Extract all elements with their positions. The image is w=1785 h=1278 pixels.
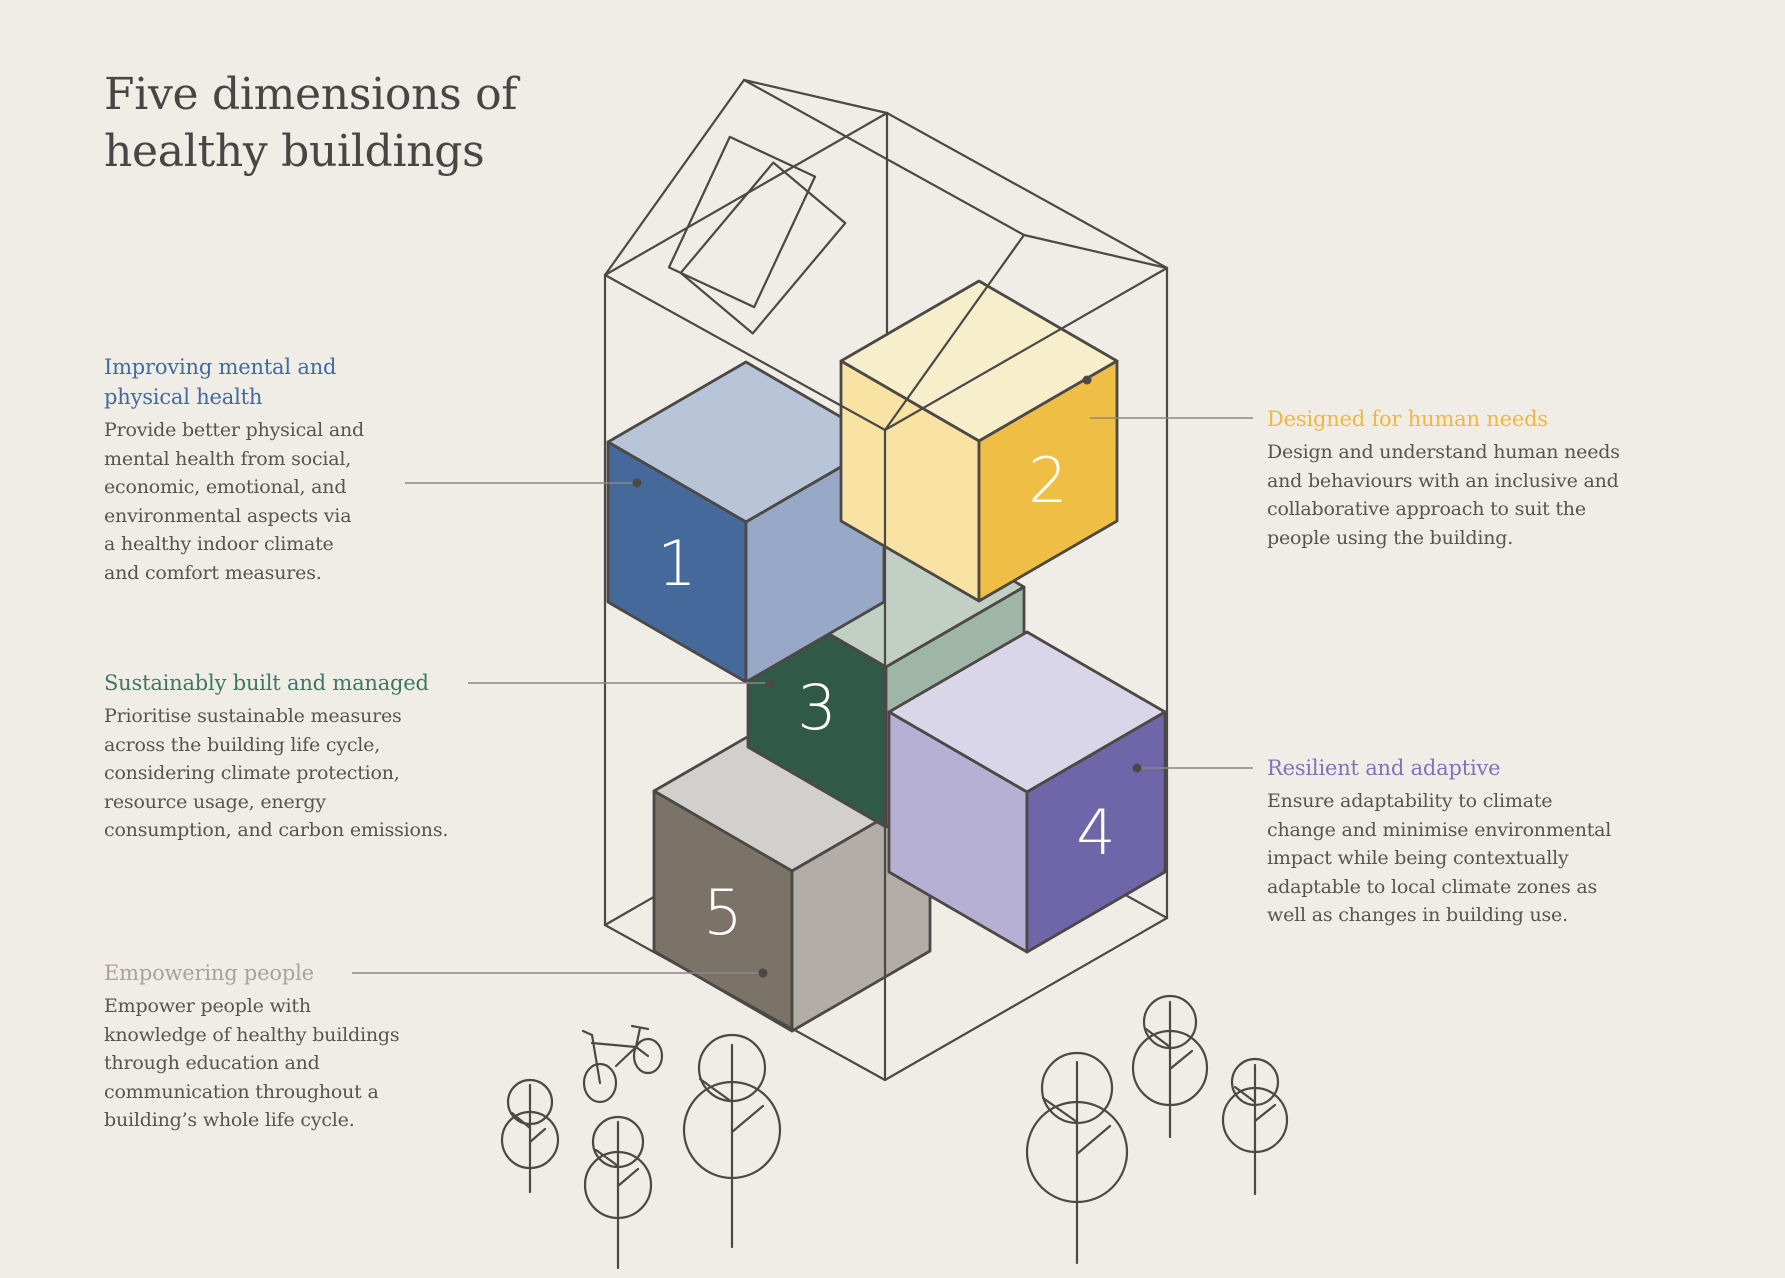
connector-dot-sustain xyxy=(765,678,775,688)
tree-icon xyxy=(682,1033,782,1249)
block-resilient-heading: Resilient and adaptive xyxy=(1267,756,1501,780)
connector-lines xyxy=(352,375,1253,978)
block-design-body: Design and understand human needs and be… xyxy=(1267,441,1620,549)
cube-1-number: 1 xyxy=(657,527,696,600)
connector-dot-health xyxy=(632,478,642,488)
cube-2-number: 2 xyxy=(1028,444,1067,517)
house-wireframe-front xyxy=(603,78,1169,1082)
tree-icon xyxy=(1221,1057,1289,1196)
solar-panel-icon xyxy=(667,135,847,335)
block-empower-heading: Empowering people xyxy=(104,961,314,985)
block-resilient-body: Ensure adaptability to climate change an… xyxy=(1267,790,1612,926)
tree-icon xyxy=(1025,1051,1129,1265)
block-health: Improving mental and physical health Pro… xyxy=(104,352,504,587)
connector-dot-empower xyxy=(758,968,768,978)
cube-4-number: 4 xyxy=(1076,796,1115,869)
block-sustain-body: Prioritise sustainable measures across t… xyxy=(104,705,449,841)
tree-icon xyxy=(1131,994,1209,1139)
connector-dot-resilient xyxy=(1132,763,1142,773)
tree-icon xyxy=(583,1115,653,1270)
block-empower-body: Empower people with knowledge of healthy… xyxy=(104,995,400,1131)
connector-dot-design xyxy=(1082,375,1092,385)
block-design-heading: Designed for human needs xyxy=(1267,407,1548,431)
cube-3-number: 3 xyxy=(797,671,836,744)
cube-2: 2 xyxy=(839,279,1119,603)
bicycle-icon xyxy=(581,1024,664,1104)
block-health-body: Provide better physical and mental healt… xyxy=(104,419,364,584)
block-sustain-heading: Sustainably built and managed xyxy=(104,671,429,695)
block-health-heading: Improving mental and physical health xyxy=(104,355,337,409)
block-sustain: Sustainably built and managed Prioritise… xyxy=(104,668,504,845)
block-empower: Empowering people Empower people with kn… xyxy=(104,958,504,1135)
cube-4: 4 xyxy=(887,630,1167,954)
block-resilient: Resilient and adaptive Ensure adaptabili… xyxy=(1267,753,1667,930)
page-title: Five dimensions of healthy buildings xyxy=(104,69,518,177)
tree-icon xyxy=(500,1078,560,1194)
cube-5-number: 5 xyxy=(703,876,742,949)
block-design: Designed for human needs Design and unde… xyxy=(1267,404,1667,552)
